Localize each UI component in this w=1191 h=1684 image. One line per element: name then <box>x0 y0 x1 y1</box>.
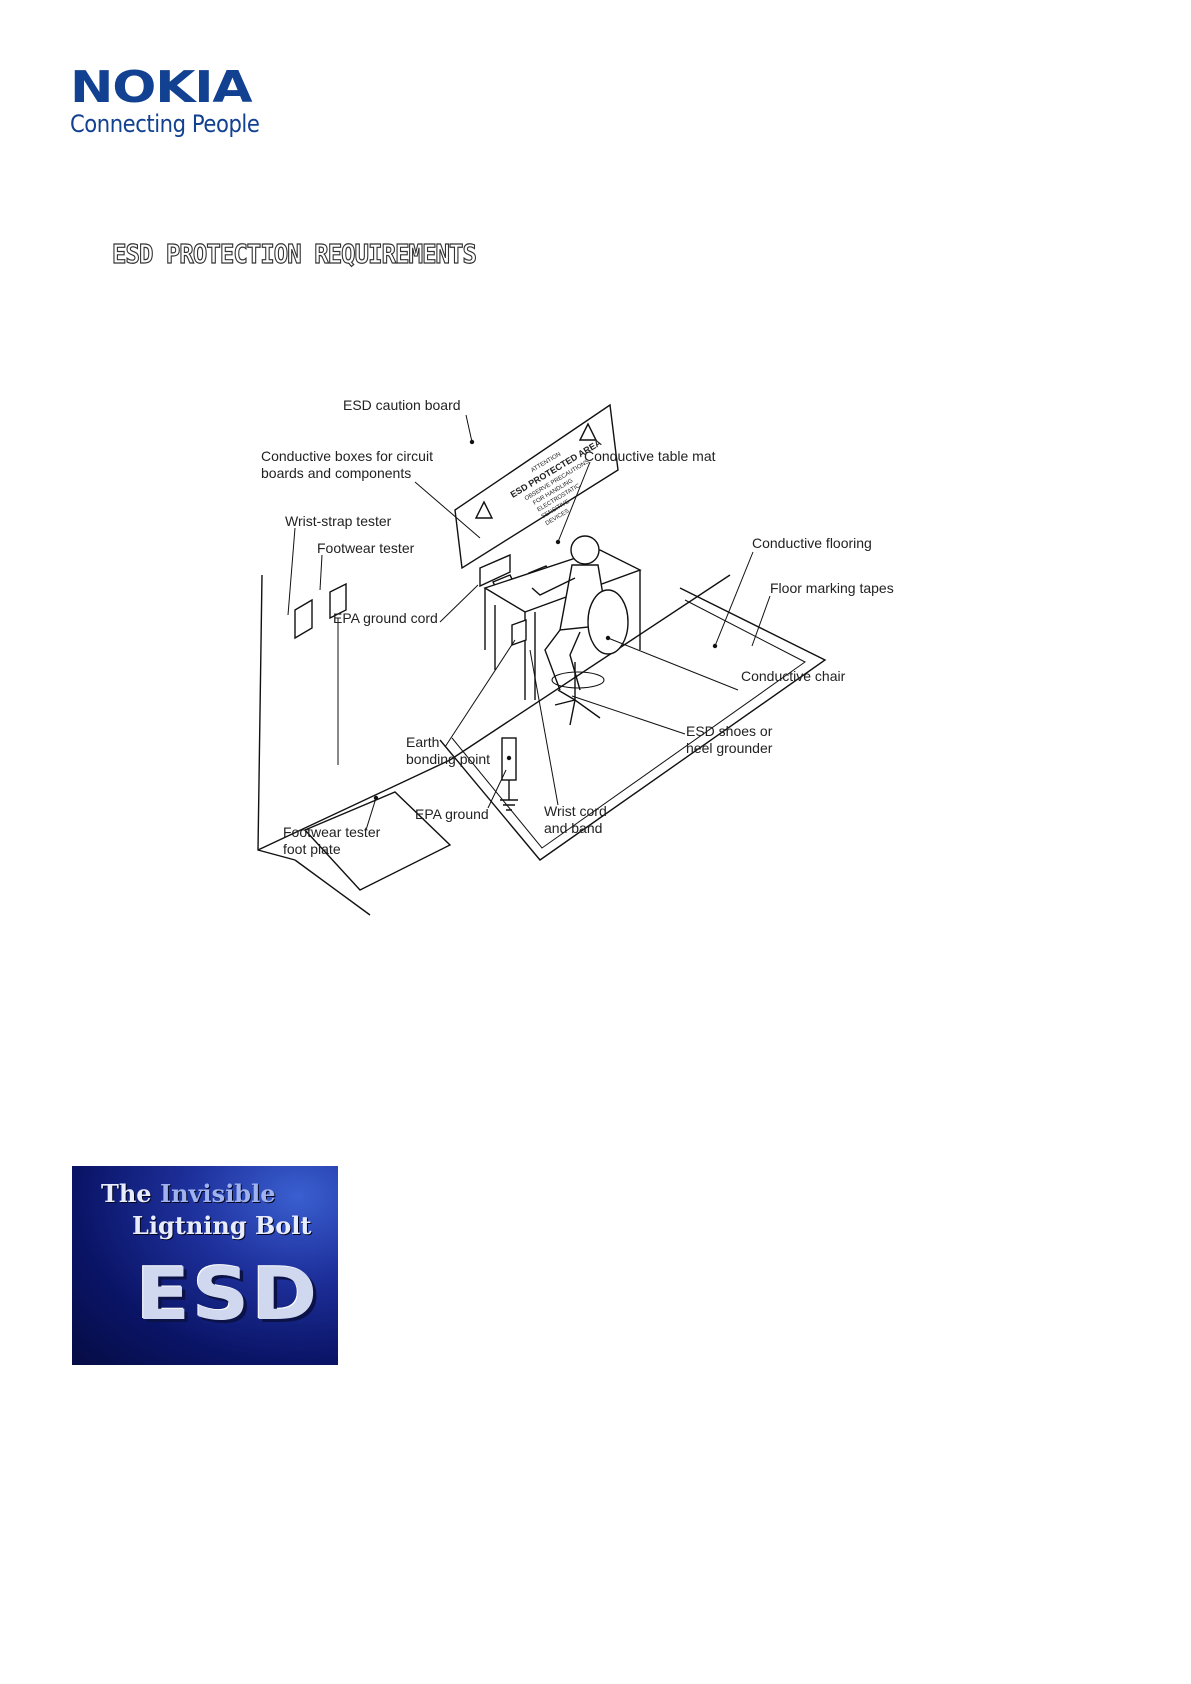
conductive-chair-back <box>587 589 629 655</box>
label-earth-1: Earth <box>406 734 439 750</box>
esd-caution-board <box>454 403 619 570</box>
dot-foot-plate <box>373 795 379 801</box>
esd-workstation-diagram: ATTENTION ESD PROTECTED AREA OBSERVE PRE… <box>240 400 960 940</box>
label-foot-plate-1: Footwear tester <box>283 824 381 840</box>
label-earth-2: bonding point <box>406 751 490 767</box>
label-foot-plate-2: foot plate <box>283 841 341 857</box>
label-conductive-boxes-2: boards and components <box>261 465 411 481</box>
esd-invisible-lightning-bolt-image: The Invisible Ligtning Bolt ESD <box>72 1166 338 1365</box>
esd-image-big-text: ESD <box>136 1252 320 1336</box>
leader-footwear-tester <box>319 554 323 591</box>
label-shoes-1: ESD shoes or <box>686 723 773 739</box>
wrist-strap-tester-box <box>294 598 313 640</box>
footwear-tester-foot-plate <box>303 791 452 891</box>
logo-tagline: Connecting People <box>70 110 260 138</box>
ground-symbol-icon <box>500 780 518 811</box>
leader-earth-bonding <box>444 639 516 748</box>
label-wrist-cord-1: Wrist cord <box>544 803 607 819</box>
leader-epa-ground <box>487 769 507 809</box>
conductive-flooring-outline <box>439 587 827 861</box>
dot-caution-board <box>469 439 475 445</box>
chair-footring <box>551 671 605 689</box>
leader-wrist-strap-tester <box>287 527 296 616</box>
leader-conductive-boxes <box>414 481 481 539</box>
leader-shoes <box>571 695 686 735</box>
label-caution-board: ESD caution board <box>343 400 461 413</box>
ground-cord-strip <box>479 553 511 588</box>
label-epa-ground-cord: EPA ground cord <box>333 610 438 626</box>
diagram-svg: ATTENTION ESD PROTECTED AREA OBSERVE PRE… <box>257 400 894 916</box>
dot-epa-ground <box>506 755 512 761</box>
operator-arm <box>531 577 576 596</box>
logo-brand: NOKIA <box>70 62 253 113</box>
wall-floor-edge <box>257 759 451 851</box>
page-heading: ESD PROTECTION REQUIREMENTS <box>111 239 477 270</box>
dot-chair <box>605 635 611 641</box>
esd-image-line1: The Invisible <box>101 1179 275 1208</box>
label-footwear-tester: Footwear tester <box>317 540 415 556</box>
leader-flooring <box>714 551 754 647</box>
label-flooring: Conductive flooring <box>752 535 872 551</box>
leader-epa-ground-cord <box>439 584 479 623</box>
label-table-mat: Conductive table mat <box>584 448 716 464</box>
label-chair: Conductive chair <box>741 668 846 684</box>
earth-bonding-box <box>511 619 527 646</box>
floor-marking-tape <box>451 599 806 849</box>
esd-image-line2: Ligtning Bolt <box>132 1211 312 1240</box>
leader-foot-plate <box>365 797 377 831</box>
footwear-tester-box <box>329 582 347 620</box>
table-legs <box>484 570 641 700</box>
label-wrist-strap-tester: Wrist-strap tester <box>285 513 392 529</box>
label-epa-ground: EPA ground <box>415 806 489 822</box>
dot-table-mat <box>555 539 561 545</box>
operator-head <box>570 535 600 565</box>
label-wrist-cord-2: and band <box>544 820 602 836</box>
leader-floor-tapes <box>751 595 771 647</box>
leader-chair <box>607 637 739 691</box>
dot-flooring <box>712 643 718 649</box>
label-shoes-2: heel grounder <box>686 740 773 756</box>
floor-front-edge <box>294 859 371 916</box>
label-conductive-boxes-1: Conductive boxes for circuit <box>261 448 433 464</box>
leader-caution-board <box>465 414 473 443</box>
leader-table-mat <box>557 461 591 543</box>
leader-wrist-cord <box>529 649 559 806</box>
wall-floor-edge-back <box>449 574 731 761</box>
esd-image-the: The <box>101 1179 152 1208</box>
chair-base <box>554 662 601 726</box>
wall-corner <box>257 574 296 861</box>
warning-triangle-left-icon <box>474 500 494 519</box>
label-floor-tapes: Floor marking tapes <box>770 580 894 596</box>
nokia-logo: NOKIA Connecting People <box>70 66 280 139</box>
esd-image-invisible: Invisible <box>159 1179 276 1208</box>
warning-triangle-right-icon <box>578 422 598 441</box>
